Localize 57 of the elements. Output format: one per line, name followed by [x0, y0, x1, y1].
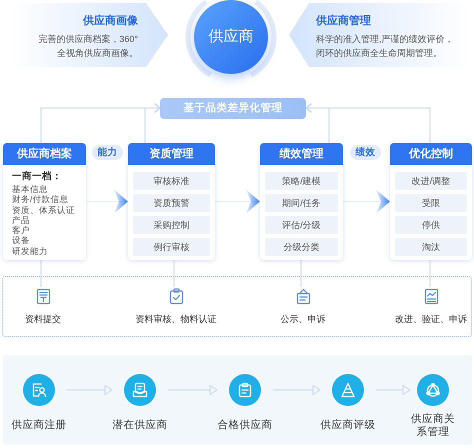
column-card [390, 143, 472, 260]
chevron-arrow [214, 190, 260, 214]
task-box: 资质预警 [133, 194, 210, 212]
tag-pill: 能力 [92, 145, 123, 160]
list-item-text: 产品 [12, 214, 30, 226]
banner-text: 科学的准入管理,严谨的绩效评价，闭环的供应商全生命周期管理。 [316, 33, 455, 60]
connector-arrow [305, 103, 430, 144]
list-item-text: 客户 [12, 225, 30, 236]
task-box: 策略/建模 [265, 172, 338, 190]
list-item-text: 研发能力 [12, 246, 48, 256]
flow-arrow [376, 385, 410, 395]
list-heading: 一商一档： [12, 171, 62, 183]
dotted-panel [2, 276, 472, 337]
flow-arrow [66, 385, 112, 395]
connector-line [300, 260, 302, 288]
column-header: 优化控制 [390, 143, 472, 165]
column-header: 资质管理 [128, 143, 215, 165]
list-item-text: 基本信息 [12, 184, 48, 194]
task-box: 期间/任务 [265, 194, 338, 212]
task-box: 改进/调整 [395, 172, 467, 190]
banner-heading: 供应商画像 [83, 14, 138, 28]
flow-arrow [168, 385, 218, 395]
chevron-arrow [86, 190, 128, 214]
flow-arrow [272, 385, 320, 395]
column-header: 供应商档案 [3, 143, 86, 165]
column-card [3, 143, 86, 260]
task-box: 采购控制 [133, 216, 210, 234]
step-label: 合格供应商 [218, 419, 272, 433]
step-label: 供应商评级 [320, 419, 376, 433]
chevron-arrow [342, 190, 390, 214]
connector-line [40, 260, 42, 288]
connector-arrow [144, 103, 161, 144]
feature-label: 改进、验证、申诉 [395, 314, 467, 325]
list-item-text: 设备 [12, 235, 30, 246]
banner-heading: 供应商管理 [316, 14, 371, 28]
task-box: 审核标准 [133, 172, 210, 190]
process-band [3, 355, 472, 445]
tag-pill: 绩效 [350, 145, 381, 160]
task-box: 评估/分级 [265, 216, 338, 234]
task-box: 例行审核 [133, 238, 210, 256]
step-label: 供应商注册 [12, 419, 66, 433]
feature-label: 资料提交 [25, 314, 61, 325]
task-box: 淘汰 [395, 238, 467, 256]
category-bar: 基于品类差异化管理 [160, 98, 306, 119]
list-item-text: 资质、体系认证 [12, 204, 75, 215]
column-header: 绩效管理 [260, 143, 343, 165]
step-label: 潜在供应商 [112, 419, 168, 433]
banner-text: 完善的供应商档案，360° 全视角供应商画像。 [37, 33, 138, 60]
task-box: 受限 [395, 194, 467, 212]
column-card [260, 143, 343, 260]
task-box: 分级分类 [265, 238, 338, 256]
task-box: 停供 [395, 216, 467, 234]
column-card [128, 143, 215, 260]
list-item-text: 财务/付款信息 [12, 194, 68, 205]
feature-label: 资料审核、物料认证 [136, 314, 216, 325]
feature-label: 公示、申诉 [280, 314, 326, 325]
step-label: 供应商关系管理 [410, 412, 456, 440]
